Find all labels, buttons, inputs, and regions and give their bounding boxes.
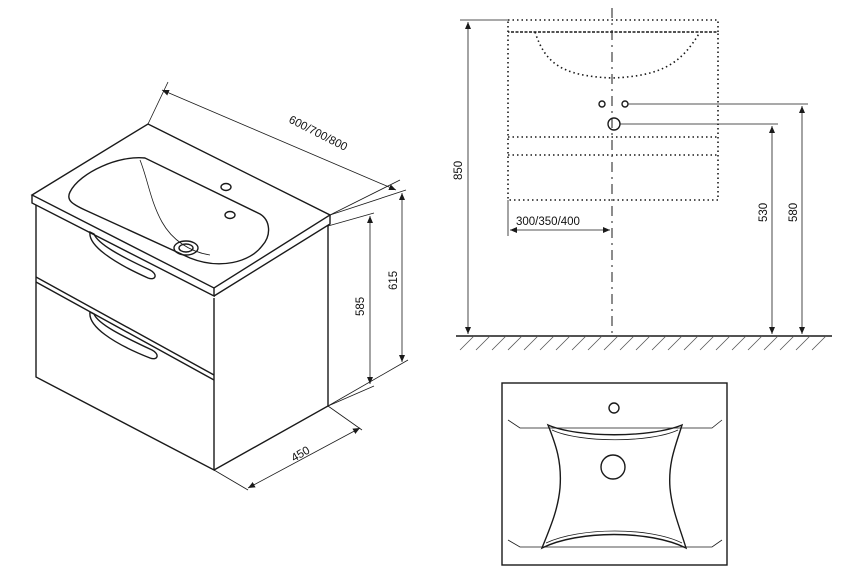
upper-drawer-handle <box>89 230 156 280</box>
drain-outlet <box>607 117 621 131</box>
hole-offset-label: 300/350/400 <box>516 216 580 228</box>
top-view-back-edge <box>507 419 723 429</box>
lower-drawer-handle <box>89 310 158 360</box>
water-inlet-right <box>621 100 629 108</box>
drain-hole-inner <box>178 243 194 253</box>
isometric-cabinet-view: 600/700/800 615 585 450 <box>30 81 409 491</box>
total-height-label: 615 <box>388 271 400 290</box>
floor-hatching <box>459 335 827 351</box>
cabinet-outline <box>507 31 719 201</box>
basin-hidden-outline <box>534 31 701 79</box>
top-view-outline <box>501 382 728 566</box>
cabinet-front <box>35 205 215 472</box>
front-elevation-view: 850 300/350/400 530 580 <box>453 8 832 351</box>
basin-top-outline <box>540 423 688 550</box>
cabinet-height-label: 585 <box>355 297 367 316</box>
drain-hole <box>173 240 199 256</box>
mount-height-label: 850 <box>453 161 465 180</box>
drawer-separator <box>35 276 215 376</box>
drain-hole-top <box>600 454 626 480</box>
overflow-hole <box>224 210 236 220</box>
basin-outline <box>68 156 270 265</box>
depth-label: 450 <box>290 445 313 465</box>
basin-rim-front <box>545 530 683 544</box>
top-view-front-edge <box>507 539 723 548</box>
countertop-side-edge <box>213 215 331 297</box>
tap-hole <box>220 182 232 192</box>
basin-inner-curve <box>139 159 211 256</box>
countertop-outline <box>507 19 719 33</box>
water-inlet-left <box>598 100 606 108</box>
drain-height-label: 530 <box>758 203 770 222</box>
basin-rim-back <box>551 429 679 441</box>
tap-hole-top <box>608 402 620 414</box>
pipe-height-label: 580 <box>788 203 800 222</box>
drawer-separator-2 <box>35 281 215 381</box>
countertop-front-edge <box>31 195 215 298</box>
top-view <box>501 382 728 566</box>
width-dimension-label: 600/700/800 <box>287 114 349 154</box>
